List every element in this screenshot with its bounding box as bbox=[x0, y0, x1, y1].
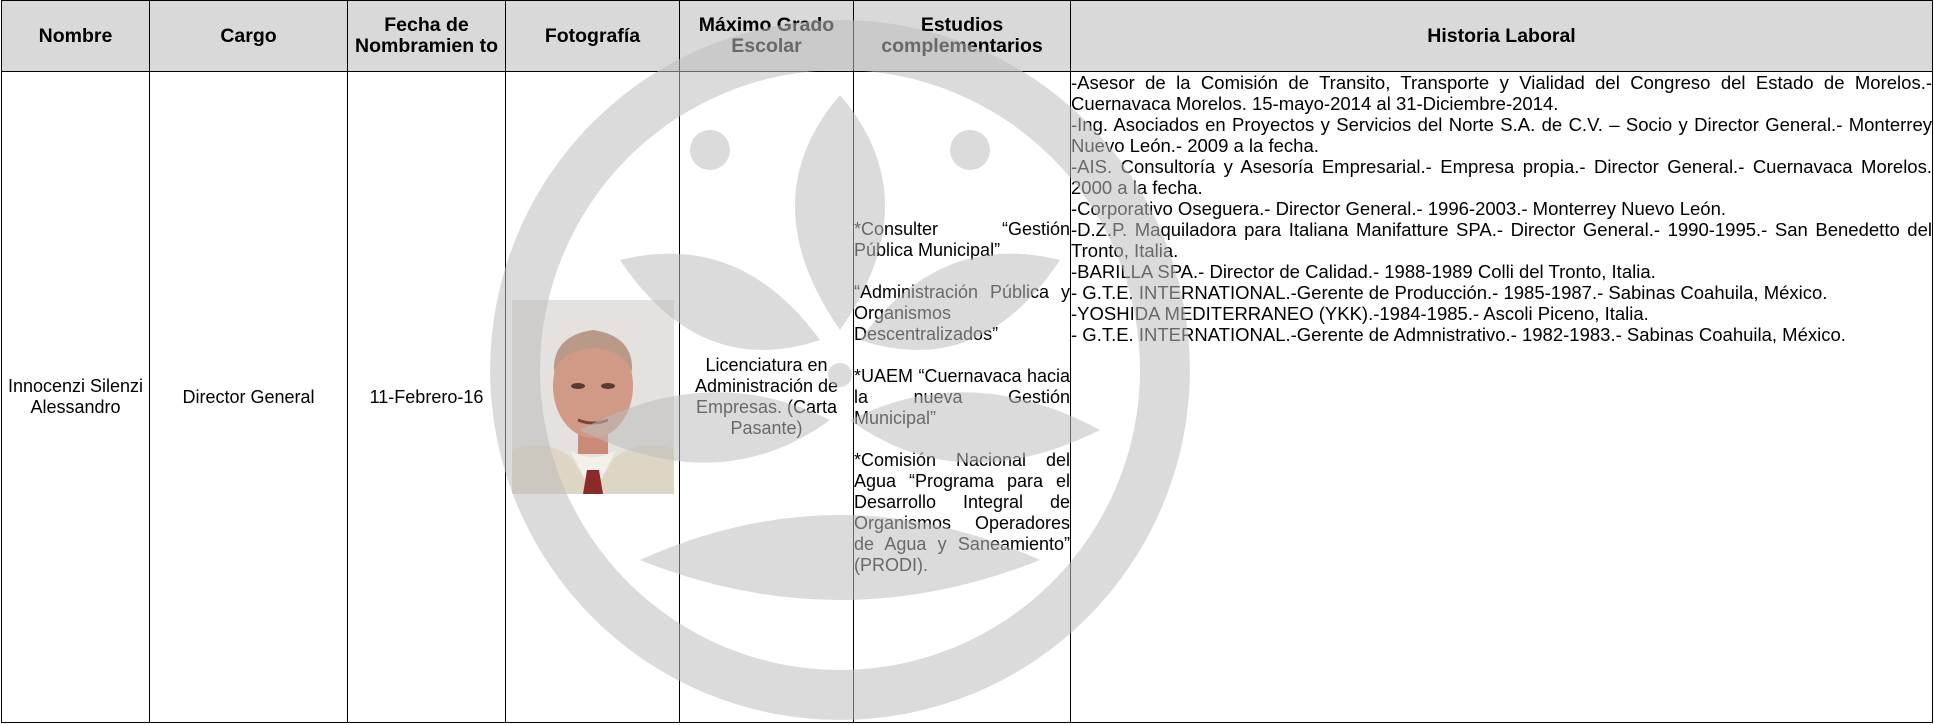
portrait-photo bbox=[511, 300, 674, 494]
header-estudios: Estudios complementarios bbox=[853, 0, 1071, 72]
history-item: -BARILLA SPA.- Director de Calidad.- 198… bbox=[1071, 261, 1656, 282]
history-item: -YOSHIDA MEDITERRANEO (YKK).-1984-1985.-… bbox=[1071, 303, 1649, 324]
study-item: *Comisión Nacional del Agua “Programa pa… bbox=[854, 449, 1070, 575]
header-fecha: Fecha de Nombramien to bbox=[347, 0, 506, 72]
table-row: Innocenzi Silenzi Alessandro Director Ge… bbox=[1, 71, 1933, 723]
header-nombre: Nombre bbox=[1, 0, 150, 72]
cell-grado: Licenciatura en Administración de Empres… bbox=[679, 71, 854, 723]
cell-historia: -Asesor de la Comisión de Transito, Tran… bbox=[1070, 71, 1933, 723]
history-item: -Corporativo Oseguera.- Director General… bbox=[1071, 198, 1727, 219]
header-fotografia: Fotografía bbox=[505, 0, 680, 72]
cell-fecha: 11-Febrero-16 bbox=[347, 71, 506, 723]
cell-cargo: Director General bbox=[149, 71, 348, 723]
header-historia: Historia Laboral bbox=[1070, 0, 1933, 72]
study-item: *Consulter “Gestión Pública Municipal” bbox=[854, 218, 1070, 260]
history-item: - G.T.E. INTERNATIONAL.-Gerente de Admni… bbox=[1071, 324, 1846, 345]
history-item: -Asesor de la Comisión de Transito, Tran… bbox=[1071, 72, 1932, 114]
cell-nombre: Innocenzi Silenzi Alessandro bbox=[1, 71, 150, 723]
history-item: -D.Z.P. Maquiladora para Italiana Manifa… bbox=[1071, 219, 1932, 261]
header-cargo: Cargo bbox=[149, 0, 348, 72]
history-item: - G.T.E. INTERNATIONAL.-Gerente de Produ… bbox=[1071, 282, 1828, 303]
header-row: Nombre Cargo Fecha de Nombramien to Foto… bbox=[1, 0, 1933, 72]
history-item: -Ing. Asociados en Proyectos y Servicios… bbox=[1071, 114, 1932, 156]
history-item: -AIS. Consultoría y Asesoría Empresarial… bbox=[1071, 156, 1932, 198]
study-item: *UAEM “Cuernavaca hacia la nueva Gestión… bbox=[854, 365, 1070, 428]
study-item: “Administración Pública y Organismos Des… bbox=[854, 281, 1070, 344]
header-grado: Máximo Grado Escolar bbox=[679, 0, 854, 72]
cell-fotografia bbox=[505, 71, 680, 723]
cell-estudios: *Consulter “Gestión Pública Municipal” “… bbox=[853, 71, 1071, 723]
